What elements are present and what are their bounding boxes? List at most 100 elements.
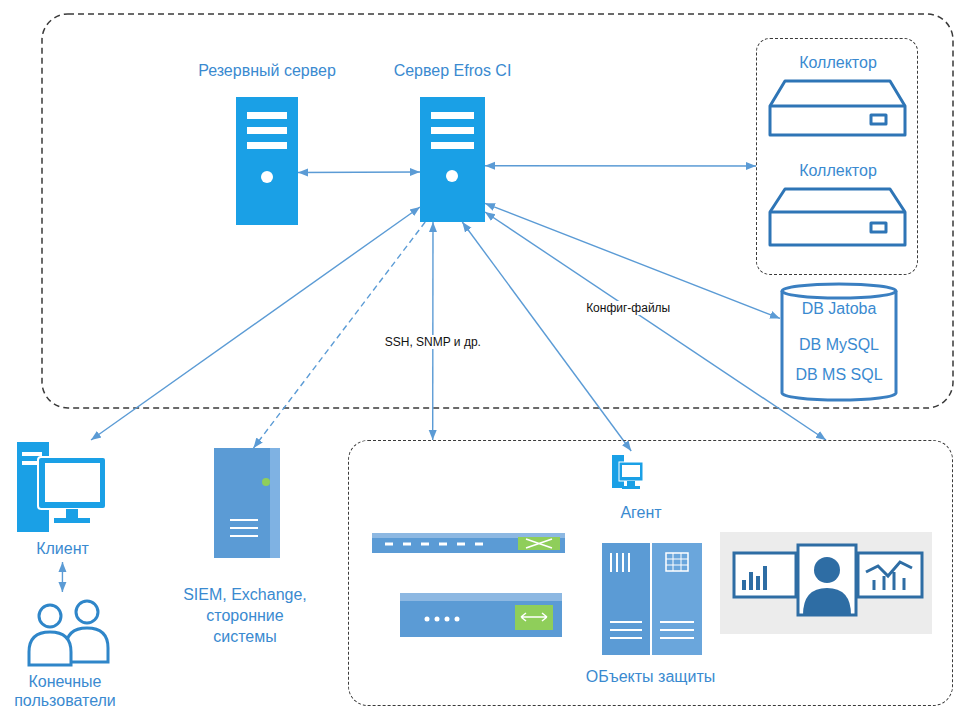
network-switch-part-part [526,539,552,548]
network-switch-part [372,533,565,553]
node-label: DB Jatoba [802,299,877,318]
siem-server-icon-part-part [262,478,270,486]
node-label: Резервный сервер [198,61,336,80]
network-switch-part-part [385,543,483,546]
siem-server-icon-part-part [230,520,258,536]
collector-box: Коллектор [767,159,909,249]
server-rack-part-part [610,622,694,638]
edge-label: Конфиг-файлы [584,301,672,315]
users-node: Конечные пользователи [0,592,131,714]
node-label: Агент [620,503,661,522]
users-icon-part-part [76,601,98,623]
cylinder-rim [782,291,896,298]
server-rack-part-part [666,553,688,571]
node-label: SIEM, Exchange, сторонние системы [175,584,315,647]
siem-server-icon-part [214,448,280,558]
agent-icon-part [612,455,643,489]
router-part-part [400,593,562,637]
client-icon-part-part [22,452,42,456]
main-server-icon-part-part [446,170,458,182]
monitoring-operator-picture-part-part [798,545,856,615]
main-server-icon-part-part [431,112,474,119]
connector-arrow [462,222,631,451]
collector-icon-part-part [871,223,886,232]
connector-arrow [91,207,420,440]
collector-box: Коллектор [767,51,909,141]
connector-arrow [485,212,826,440]
node-label: Конечные пользователи [4,672,126,710]
connector-arrow [432,222,434,440]
router-part-part [425,617,430,622]
agent-icon-part-part [622,486,640,489]
monitoring-operator-picture-part-part [734,553,796,597]
router-part-part [455,617,460,622]
collector-icon-part [770,81,905,245]
server-box: Сервер Efros CI [420,97,485,222]
client-icon-part-part [54,518,90,523]
users-icon-part-part [29,632,71,665]
siem-server-icon-part-part [214,448,280,558]
node-label: DB MS SQL [795,365,882,384]
server-box: Резервный сервер [236,97,298,225]
collector-group: КоллекторКоллектор [756,38,918,275]
users-icon-part-part [39,605,61,627]
agent-icon-part-part [627,481,635,486]
backup-server-icon-part-part [236,97,298,225]
main-server-icon-part-part [420,97,485,222]
collector-icon-part-part [871,115,886,124]
collector-icon-part-part [770,105,905,108]
backup-server-icon-part [236,97,298,225]
connector-arrow [485,203,780,318]
client-icon-part-part [38,457,106,509]
system-boundary-part-part [42,14,953,408]
backup-server-icon-part-part [247,112,287,119]
node-label: Коллектор [799,161,877,180]
backup-server-icon-part-part [247,142,287,149]
router-part-part [445,617,450,622]
monitoring-operator-picture-part [720,532,932,634]
node-label: Сервер Efros CI [394,61,512,80]
agent-node: Агент [606,451,676,526]
users-icon-part [29,601,108,665]
network-switch-part-part [518,537,560,550]
monitoring-operator-picture-part-part [866,562,912,590]
edge-label: SSH, SNMP и др. [383,335,483,349]
connector-arrow [298,171,420,173]
client-node: Клиент [15,440,110,562]
external-system-node: SIEM, Exchange, сторонние системы [160,448,330,653]
router-part-part [435,617,440,622]
connector-arrow [485,165,756,167]
node-label: ОБъекты защиты [586,667,715,686]
server-rack-part-part [611,553,629,572]
main-server-icon-part-part [431,142,474,149]
collector-icon-part-part [770,81,905,135]
collector-icon-part-part [770,211,905,214]
protected-objects-region: ОБъекты защиты Агент [348,440,953,706]
system-boundary-part [42,14,953,408]
agent-icon-part-part [622,465,640,477]
cylinder-outline [782,284,896,400]
network-switch-part-part [372,533,565,553]
monitoring-operator-picture-part-part [814,557,840,583]
agent-icon-part-part [619,462,643,481]
monitoring-operator-picture-part-part [720,532,932,634]
node-label: Клиент [36,539,89,558]
monitoring-operator-picture-part-part [744,566,765,590]
server-rack-part-part [666,553,688,571]
router-part [400,593,562,637]
backup-server-icon-part-part [247,127,287,134]
client-icon-part-part [45,463,100,502]
router-part-part [400,593,562,601]
router-part-part [515,605,553,630]
connector-arrow [62,562,63,592]
client-icon-part-part [66,509,78,519]
client-icon-part [17,442,106,532]
monitoring-operator-picture-part-part [858,553,922,597]
main-server-icon-part-part [431,127,474,134]
server-rack-part [602,543,702,655]
main-server-icon-part [420,97,485,222]
database-node: DB JatobaDB MySQLDB MS SQL [780,283,898,401]
monitoring-operator-picture-part-part [803,588,851,615]
siem-server-icon-part-part [270,448,280,558]
